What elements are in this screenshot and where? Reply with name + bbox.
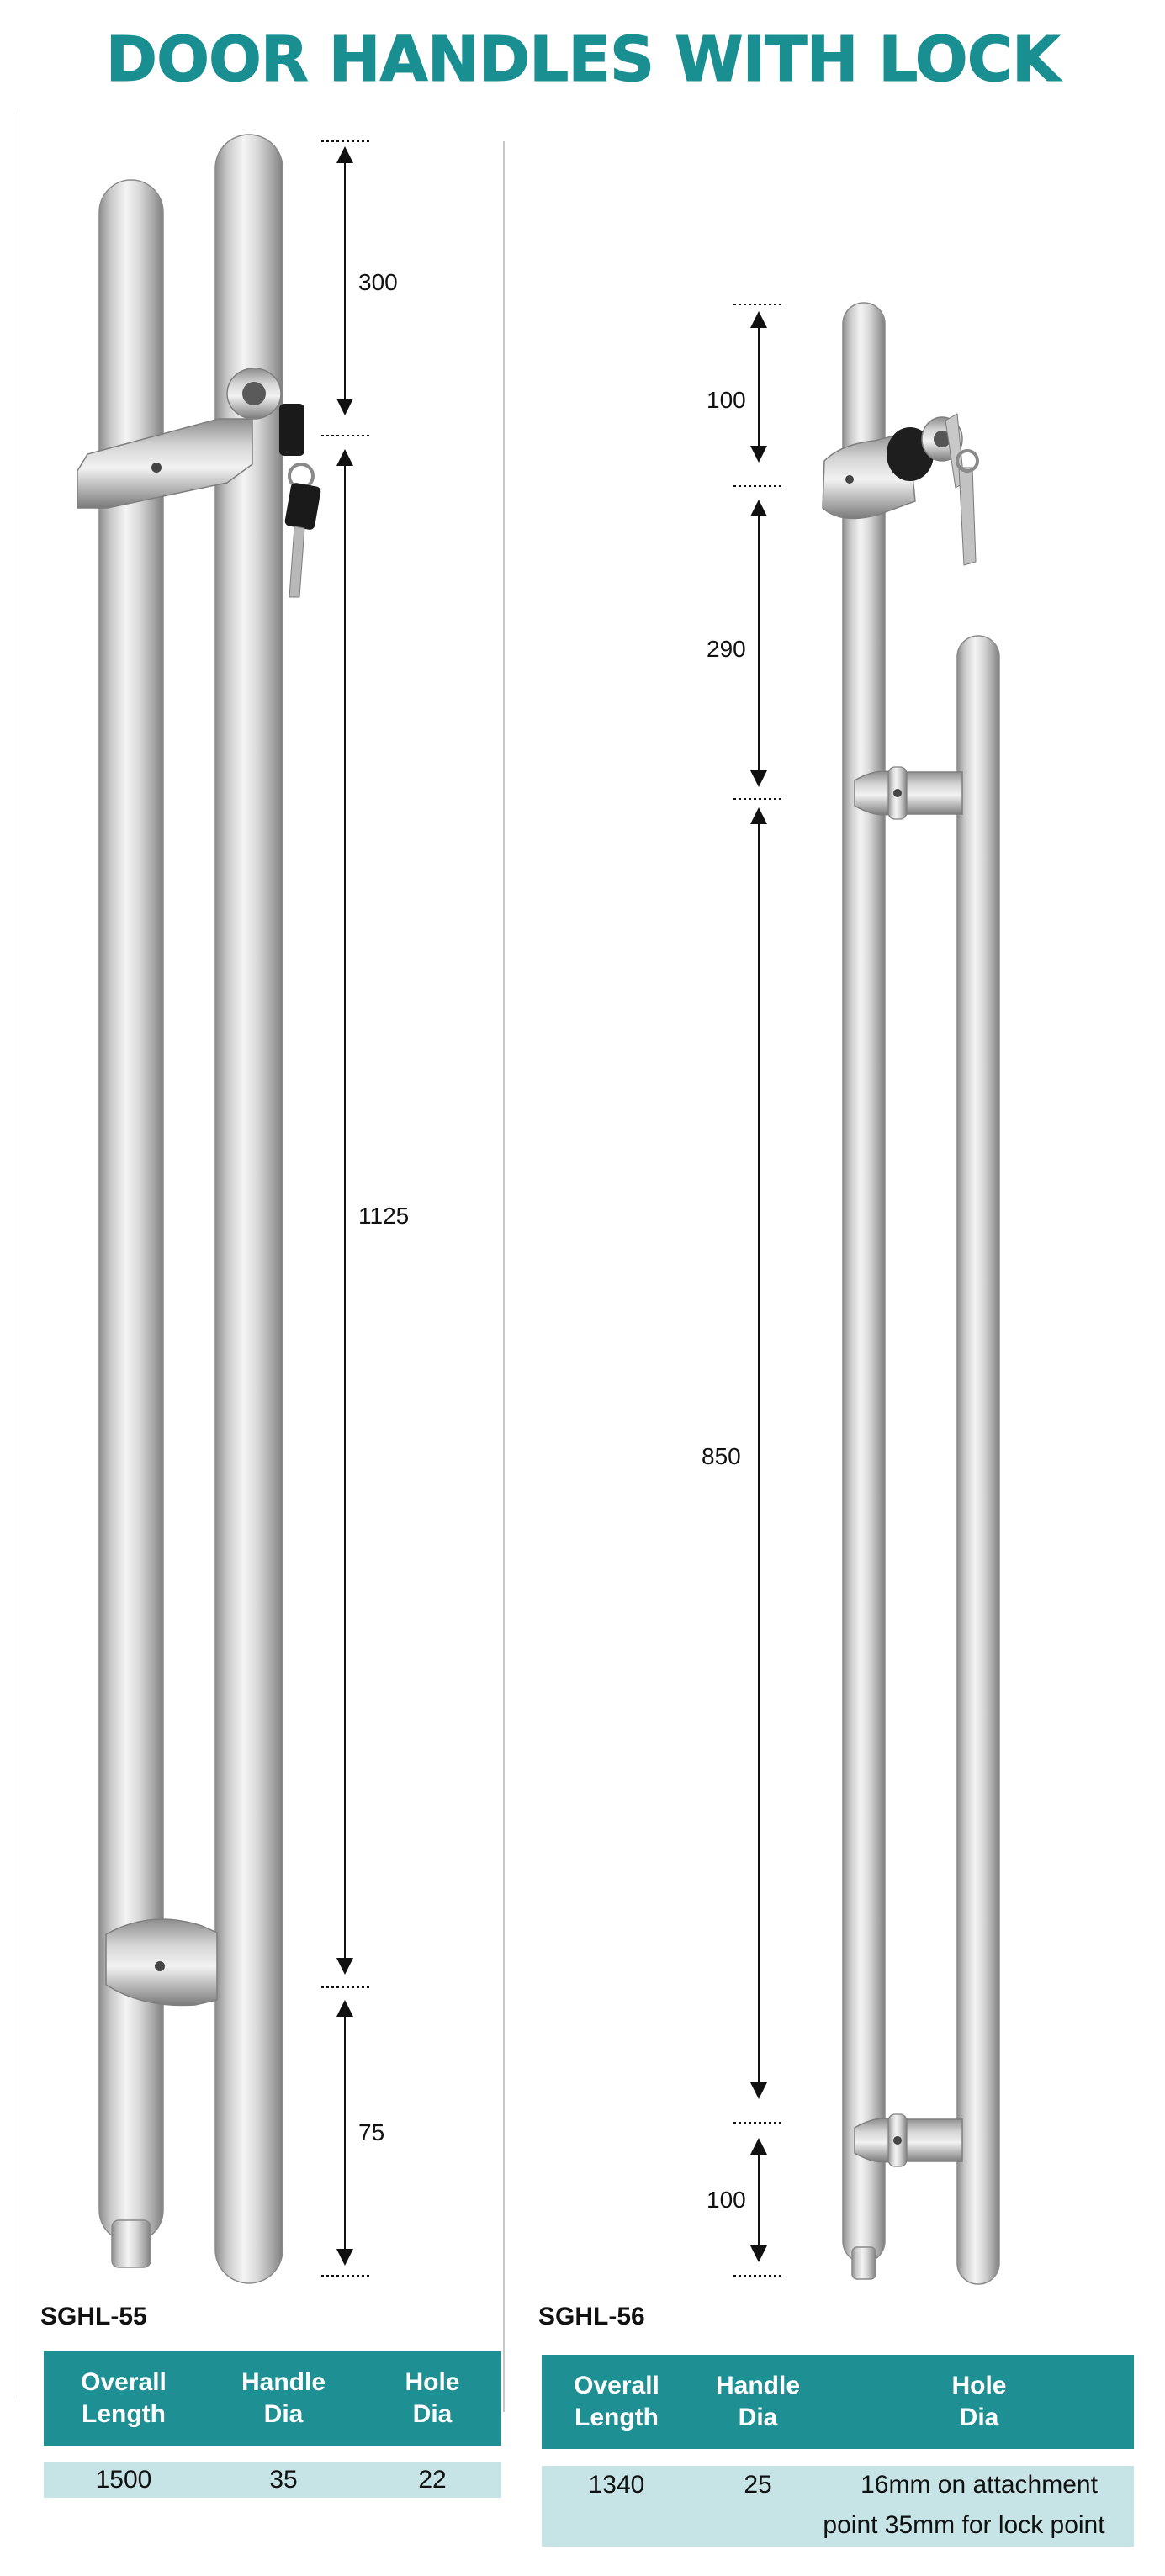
sghl-56-hole-dia-line-2: point 35mm for lock point	[823, 2511, 1105, 2539]
sghl-55-dimension-lines	[321, 140, 370, 2277]
column-divider	[503, 141, 505, 2412]
sghl-55-lock-mount	[77, 418, 253, 509]
sghl-56-handle-dia: 25	[744, 2471, 772, 2499]
sghl-55-dim-top: 300	[358, 269, 398, 295]
sghl-55-table-header: Overall Length Handle Dia Hole Dia	[44, 2351, 501, 2446]
sghl-56-drawing	[822, 302, 1000, 2285]
sghl-55-header-hole-dia: Hole Dia	[405, 2368, 460, 2428]
sghl-55-lock-keyhead	[279, 404, 304, 456]
page-title: DOOR HANDLES WITH LOCK	[105, 24, 1061, 97]
sghl-55-drawing	[77, 134, 321, 2284]
sghl-56-table-header: Overall Length Handle Dia Hole Dia	[542, 2355, 1134, 2449]
sghl-56-dim-long: 850	[702, 1443, 741, 1469]
sghl-56-lock-bar-tip	[851, 2246, 876, 2280]
sghl-56-model-name: SGHL-56	[538, 2303, 645, 2330]
sghl-56-table-row: 1340 25 16mm on attachment point 35mm fo…	[542, 2466, 1134, 2547]
sghl-55-model-name: SGHL-55	[40, 2303, 147, 2330]
sghl-56-dim-top: 100	[707, 387, 746, 413]
sghl-55-key-blade	[289, 526, 305, 598]
sghl-56-bottom-standoff	[854, 2118, 963, 2163]
sghl-56-dim-upper: 290	[707, 636, 746, 662]
sghl-55-table-row: 1500 35 22	[44, 2462, 501, 2498]
sghl-56-key-2	[958, 467, 977, 566]
sghl-55-handle-dia: 35	[269, 2466, 298, 2494]
sghl-55-dim-middle: 1125	[358, 1203, 410, 1229]
sghl-56-dimension-lines	[733, 304, 782, 2277]
sghl-55-front-bar-tip	[111, 2219, 151, 2268]
sghl-55-overall-length: 1500	[95, 2466, 152, 2494]
sghl-56-header-handle-dia: Handle Dia	[715, 2372, 801, 2431]
sghl-55-header-overall-length: Overall Length	[81, 2368, 167, 2428]
sghl-55-dim-bottom: 75	[358, 2119, 385, 2145]
sghl-56-middle-standoff	[854, 770, 963, 816]
sghl-56-dim-bottom: 100	[707, 2187, 746, 2213]
sghl-56-header-hole-dia: Hole Dia	[951, 2372, 1007, 2431]
sghl-56-lock-bar	[842, 302, 886, 2263]
sghl-56-header-overall-length: Overall Length	[574, 2372, 659, 2431]
sghl-56-hole-dia-line-1: 16mm on attachment	[861, 2471, 1098, 2499]
sghl-55-header-handle-dia: Handle Dia	[241, 2368, 326, 2428]
sghl-56-overall-length: 1340	[588, 2471, 645, 2499]
sghl-55-hole-dia: 22	[418, 2466, 447, 2494]
sghl-56-handle-bar	[956, 635, 1000, 2285]
sghl-55-key	[284, 483, 321, 530]
sghl-55-rear-bar	[214, 134, 283, 2284]
